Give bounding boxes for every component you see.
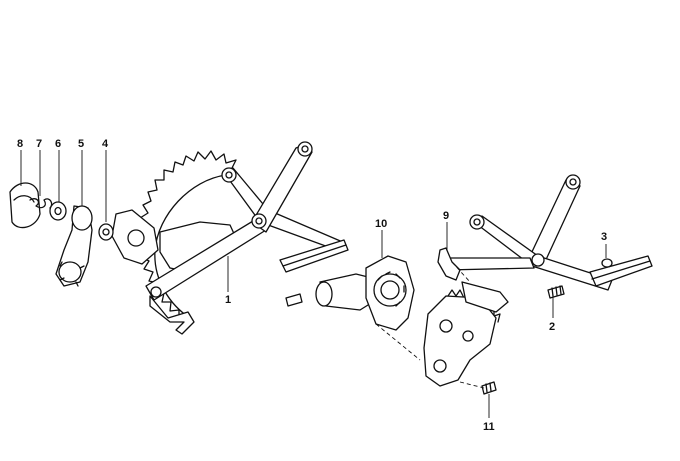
- part-11-thread: [485, 382, 492, 393]
- right-left-pivot-hole: [473, 218, 481, 226]
- part-5-teeth: [59, 261, 85, 287]
- part-5-lower-pulley: [58, 261, 82, 283]
- part-5-pulley: [71, 205, 93, 231]
- gear-cover-hub: [127, 229, 145, 247]
- main-arm-lower: [149, 295, 195, 335]
- gearbox-housing: [365, 255, 415, 331]
- top-pivot: [297, 141, 313, 157]
- gear-cover: [111, 209, 159, 265]
- gearbox-ring-inner: [380, 280, 400, 300]
- part-2-thread: [551, 285, 562, 297]
- guide-rail-left-edge: [282, 244, 347, 267]
- label-9: 9: [443, 210, 449, 222]
- part-8-housing-detail: [13, 195, 35, 203]
- motor-assembly: [285, 255, 415, 331]
- part-6-washer: [49, 201, 67, 221]
- label-5: 5: [78, 138, 84, 150]
- label-7: 7: [36, 138, 42, 150]
- right-sector-arm: [461, 281, 509, 313]
- label-3: 3: [601, 231, 607, 243]
- top-pivot-hole: [301, 145, 309, 153]
- right-upper-arm: [529, 177, 581, 265]
- gearbox-ribs: [377, 271, 405, 307]
- right-left-pivot: [469, 214, 485, 230]
- label-11: 11: [483, 421, 495, 433]
- center-pivot: [251, 213, 267, 229]
- right-sector-plate: [423, 295, 497, 387]
- label-1: 1: [225, 294, 231, 306]
- right-regulator-assembly: [423, 174, 653, 395]
- motor-end-cap: [315, 281, 333, 307]
- guide-rail-right: [589, 255, 653, 287]
- leader-lines: [20, 150, 607, 418]
- dash-bracket: [451, 261, 471, 283]
- right-sector-hole-a: [439, 319, 453, 333]
- label-6: 6: [55, 138, 61, 150]
- left-regulator-assembly: [111, 141, 349, 335]
- right-sector-hole-b: [462, 330, 474, 342]
- motor-pin: [285, 293, 303, 307]
- part-9-bracket: [437, 247, 461, 281]
- part-7-spring: [29, 198, 53, 209]
- part-6-washer-hole: [54, 206, 62, 216]
- arm-pivot-upper: [221, 167, 237, 183]
- dash-screw: [459, 381, 485, 389]
- dash-motor-to-plate: [375, 323, 421, 361]
- part-4-bushing: [98, 223, 114, 241]
- label-10: 10: [375, 218, 387, 230]
- label-4: 4: [102, 138, 109, 150]
- part-4-bushing-hole: [102, 228, 110, 236]
- arm-pivot-upper-hole: [225, 171, 233, 179]
- right-sector-hole-c: [433, 359, 447, 373]
- right-center-pivot: [531, 253, 545, 267]
- left-small-parts: [9, 182, 114, 287]
- right-lower-arm: [445, 257, 535, 271]
- part-11-screw: [481, 381, 497, 395]
- right-top-pivot: [565, 174, 581, 190]
- part-8-housing: [9, 182, 41, 229]
- center-pivot-hole: [255, 217, 263, 225]
- label-8: 8: [17, 138, 23, 150]
- lower-pivot: [150, 286, 162, 298]
- right-top-pivot-hole: [569, 178, 577, 186]
- part-number-labels: 1 2 3 4 5 6 7 8 9 10 11: [17, 138, 607, 433]
- label-2: 2: [549, 321, 555, 333]
- guide-rail-right-edge: [591, 260, 651, 280]
- part-3-nut: [601, 258, 613, 268]
- gearbox-ring: [373, 273, 407, 307]
